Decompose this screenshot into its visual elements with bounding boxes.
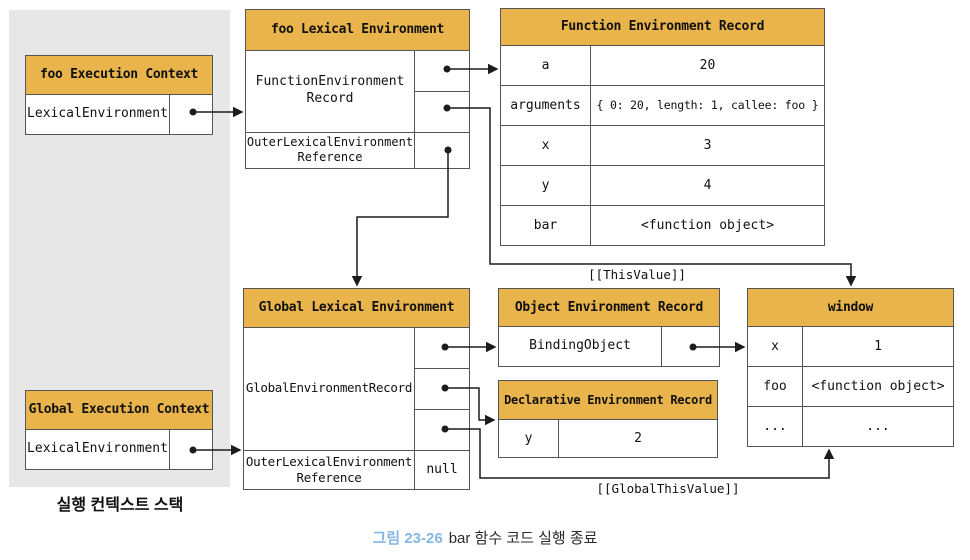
gle-pointer-cell-1 bbox=[415, 328, 469, 368]
oer-pointer-cell bbox=[662, 327, 719, 367]
global-execution-context-box: Global Execution Context LexicalEnvironm… bbox=[25, 390, 213, 470]
outer-reference-null-value: null bbox=[414, 450, 469, 489]
function-environment-record-table: Function Environment Record a 20 argumen… bbox=[500, 8, 825, 246]
foo-ec-pointer-cell bbox=[170, 95, 212, 135]
execution-context-stack-label: 실행 컨텍스트 스택 bbox=[56, 497, 184, 514]
global-lexical-environment-title: Global Lexical Environment bbox=[244, 289, 469, 328]
foo-le-pointer-cell-2 bbox=[415, 90, 469, 132]
global-ec-pointer-cell bbox=[170, 430, 212, 470]
figure-caption-text: bar 함수 코드 실행 종료 bbox=[448, 530, 598, 547]
table-row: x 3 bbox=[501, 124, 824, 165]
gle-pointer-cell-2 bbox=[415, 367, 469, 409]
outer-lexical-environment-reference-label: OuterLexicalEnvironment Reference bbox=[246, 134, 414, 165]
figure-caption: 그림 23-26 bar 함수 코드 실행 종료 bbox=[0, 527, 970, 548]
window-title: window bbox=[748, 289, 953, 327]
foo-ec-lexical-environment-label: LexicalEnvironment bbox=[27, 105, 168, 121]
foo-execution-context-title: foo Execution Context bbox=[26, 56, 212, 95]
function-environment-record-title: Function Environment Record bbox=[501, 9, 824, 46]
gle-outer-lexical-environment-reference-label: OuterLexicalEnvironment Reference bbox=[245, 453, 413, 485]
table-row: bar <function object> bbox=[501, 204, 824, 245]
gle-pointer-cell-3 bbox=[415, 408, 469, 450]
function-environment-record-label: FunctionEnvironment Record bbox=[255, 74, 405, 106]
foo-execution-context-box: foo Execution Context LexicalEnvironment bbox=[25, 55, 213, 135]
table-row: foo <function object> bbox=[748, 365, 953, 406]
arrow-outer-ref-to-gle bbox=[351, 150, 449, 287]
global-ec-lexical-environment-label: LexicalEnvironment bbox=[27, 440, 168, 456]
foo-lexical-environment-title: foo Lexical Environment bbox=[246, 10, 469, 51]
global-execution-context-title: Global Execution Context bbox=[26, 391, 212, 430]
figure-number: 그림 23-26 bbox=[372, 530, 443, 547]
global-environment-record-label: GlobalEnvironmentRecord bbox=[245, 380, 413, 396]
table-row: arguments { 0: 20, length: 1, callee: fo… bbox=[501, 84, 824, 125]
window-object-table: window x 1 foo <function object> ... ... bbox=[747, 288, 954, 447]
table-row: y 2 bbox=[499, 419, 717, 457]
table-row: y 4 bbox=[501, 164, 824, 205]
global-lexical-environment-box: Global Lexical Environment GlobalEnviron… bbox=[243, 288, 470, 490]
object-environment-record-box: Object Environment Record BindingObject bbox=[498, 288, 720, 367]
foo-le-outer-pointer-cell bbox=[415, 133, 469, 169]
binding-object-label: BindingObject bbox=[529, 337, 631, 353]
table-row: x 1 bbox=[748, 326, 953, 366]
declarative-environment-record-title: Declarative Environment Record bbox=[499, 381, 717, 420]
foo-le-pointer-cell-1 bbox=[415, 51, 469, 91]
declarative-environment-record-box: Declarative Environment Record y 2 bbox=[498, 380, 718, 458]
object-environment-record-title: Object Environment Record bbox=[499, 289, 719, 327]
table-row: a 20 bbox=[501, 45, 824, 85]
global-this-value-label: [[GlobalThisValue]] bbox=[596, 481, 740, 496]
foo-lexical-environment-box: foo Lexical Environment FunctionEnvironm… bbox=[245, 9, 470, 169]
table-row: ... ... bbox=[748, 405, 953, 447]
this-value-label: [[ThisValue]] bbox=[588, 267, 686, 282]
